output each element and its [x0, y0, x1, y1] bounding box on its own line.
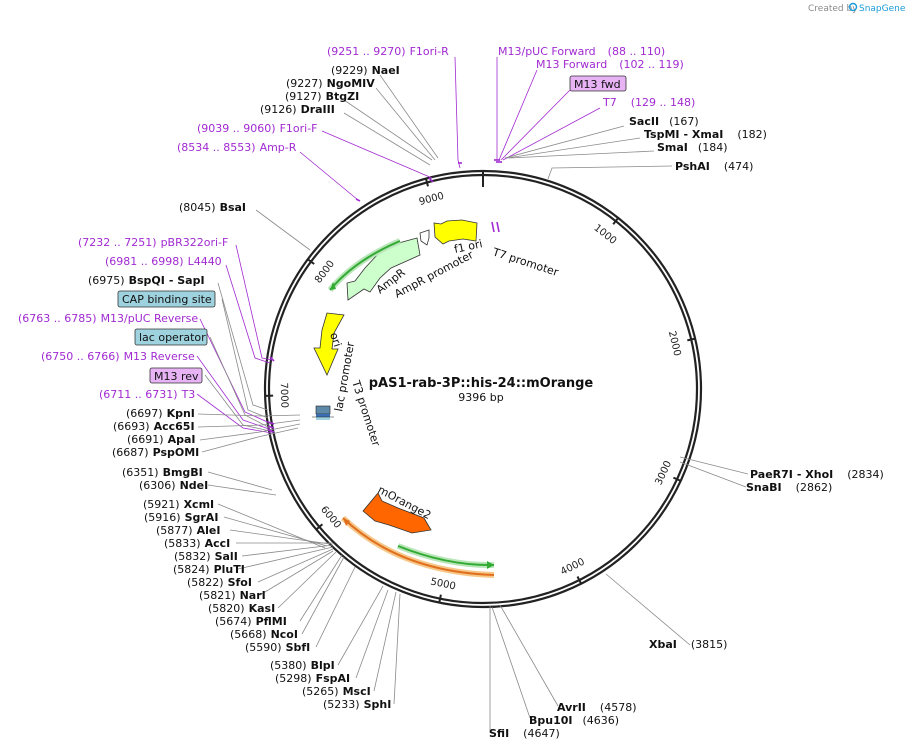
- site-xcmi: (5921)XcmI: [143, 498, 214, 511]
- site-btgzi: (9127)BtgZI: [285, 90, 359, 103]
- site-sfoi: (5822)SfoI: [187, 576, 252, 589]
- primer-m13-forward: M13 Forward(102 .. 119): [536, 58, 684, 71]
- tick-label: 6000: [318, 504, 343, 531]
- morange2-feature: [362, 492, 432, 534]
- site-pluti: (5824)PluTI: [173, 563, 245, 576]
- cap-binding-box: [117, 290, 216, 308]
- tick-mark: [576, 576, 582, 585]
- tick-mark: [307, 258, 315, 265]
- site-kpni: (6697)KpnI: [126, 407, 195, 420]
- tick-label: 5000: [429, 577, 456, 593]
- site-msci: (5265)MscI: [302, 685, 371, 698]
- site-lac-operator: lac operator: [139, 331, 206, 344]
- tick-label: 3000: [654, 459, 675, 487]
- site-paer7i-xhoi: PaeR7I- XhoI(2834): [750, 468, 884, 481]
- site-pspomi: (6687)PspOMI: [112, 446, 199, 459]
- site-alei: (5877)AleI: [156, 524, 220, 537]
- tick-mark: [672, 476, 682, 482]
- primer-t7: T7(129 .. 148): [602, 96, 695, 109]
- tick-mark: [438, 594, 442, 603]
- ampr-promoter-feature: [419, 229, 430, 246]
- primer-m13puc-forward: M13/pUC Forward(88 .. 110): [498, 45, 665, 58]
- m13-fwd-box: [569, 75, 627, 92]
- primer-f1ori-r: (9251 .. 9270)F1ori-R: [327, 45, 449, 58]
- f1-ori-label: f1 ori: [453, 237, 484, 256]
- primer-t3: (6711 .. 6731)T3: [99, 388, 195, 401]
- snapgene-logo-icon: [848, 2, 858, 12]
- primer-m13-rev: M13 rev: [154, 370, 199, 383]
- site-sbfi: (5590)SbfI: [245, 641, 310, 654]
- site-acci: (5833)AccI: [164, 537, 230, 550]
- lac-operator-block: [315, 405, 331, 415]
- tick-label: 2000: [666, 330, 683, 357]
- tick-label: 4000: [559, 557, 587, 578]
- tick-mark: [424, 178, 429, 187]
- site-bsai: (8045)BsaI: [179, 201, 246, 214]
- site-naei: (9229)NaeI: [331, 64, 400, 77]
- right-site-labels: SacII(167) TspMI- XmaI(182) SmaI(184) Ps…: [489, 115, 884, 740]
- primer-pbr322ori-f: (7232 .. 7251)pBR322ori-F: [78, 236, 228, 249]
- site-avrii: AvrII(4578): [557, 701, 636, 714]
- tick-mark: [612, 217, 619, 225]
- plasmid-name: pAS1-rab-3P::his-24::mOrange: [369, 376, 594, 391]
- site-ncoi: (5668)NcoI: [230, 628, 298, 641]
- tick-label: 1000: [591, 223, 618, 247]
- ori-label: ori: [327, 331, 344, 349]
- tick-mark: [687, 337, 696, 342]
- primer-markers: [267, 159, 502, 433]
- site-pflmi: (5674)PflMI: [215, 615, 287, 628]
- site-apai: (6691)ApaI: [127, 433, 195, 446]
- left-site-labels: (9229)NaeI (9227)NgoMIV (9127)BtgZI (912…: [88, 64, 400, 711]
- primer-f1ori-f: (9039 .. 9060)F1ori-F: [197, 122, 318, 135]
- lac-operator-box: [134, 328, 208, 346]
- primer-labels: (9251 .. 9270)F1ori-R M13/pUC Forward(88…: [18, 45, 695, 401]
- f1-ori-feature: [433, 219, 478, 245]
- tick-label: 7000: [278, 382, 290, 408]
- site-fspai: (5298)FspAI: [275, 672, 350, 685]
- site-ngomiv: (9227)NgoMIV: [286, 77, 375, 90]
- site-sphi: (5233)SphI: [323, 698, 391, 711]
- site-bspqi-sapi: (6975)BspQI- SapI: [88, 274, 205, 287]
- site-pshai: PshAI(474): [675, 160, 753, 173]
- ori-feature: [313, 312, 345, 376]
- site-smai: SmaI(184): [657, 141, 728, 154]
- site-bmgbi: (6351)BmgBI: [122, 466, 203, 479]
- tick-label: 9000: [418, 191, 445, 208]
- plasmid-size: 9396 bp: [458, 391, 503, 404]
- primer-amp-r: (8534 .. 8553)Amp-R: [177, 141, 297, 154]
- site-blpi: (5380)BlpI: [270, 659, 335, 672]
- primer-l4440: (6981 .. 6998)L4440: [105, 255, 222, 268]
- cap-site-block: [316, 417, 330, 420]
- site-xbai: XbaI(3815): [649, 638, 727, 651]
- site-sali: (5832)SalI: [174, 550, 238, 563]
- tick-mark: [315, 523, 324, 531]
- primer-m13puc-reverse: (6763 .. 6785)M13/pUC Reverse: [18, 312, 198, 325]
- primer-m13-reverse: (6750 .. 6766)M13 Reverse: [41, 350, 195, 363]
- site-sgrai: (5916)SgrAI: [144, 511, 218, 524]
- m13-rev-box: [149, 367, 203, 384]
- lac-promoter-block: [316, 414, 330, 417]
- site-cap-binding: CAP binding site: [122, 293, 212, 306]
- site-ndei: (6306)NdeI: [139, 479, 208, 492]
- site-sfii: SfiI(4647): [489, 727, 560, 740]
- credit-prefix: Created by: [808, 4, 858, 14]
- ampr-feature: [346, 237, 421, 301]
- site-tspmi-xmai: TspMI- XmaI(182): [644, 128, 767, 141]
- site-kasi: (5820)KasI: [208, 602, 275, 615]
- site-nari: (5821)NarI: [199, 589, 266, 602]
- site-bpu10i: Bpu10I(4636): [529, 714, 619, 727]
- primer-m13-fwd: M13 fwd: [574, 78, 621, 91]
- t7-promoter-label: T7 promoter: [490, 245, 560, 279]
- site-sacii: SacII(167): [629, 115, 699, 128]
- site-draiii: (9126)DraIII: [260, 103, 335, 116]
- credit-brand: SnapGene: [859, 4, 906, 14]
- site-acc65i: (6693)Acc65I: [113, 420, 195, 433]
- features: [312, 219, 495, 578]
- leader-lines: [196, 56, 749, 733]
- site-snabi: SnaBI(2862): [746, 481, 832, 494]
